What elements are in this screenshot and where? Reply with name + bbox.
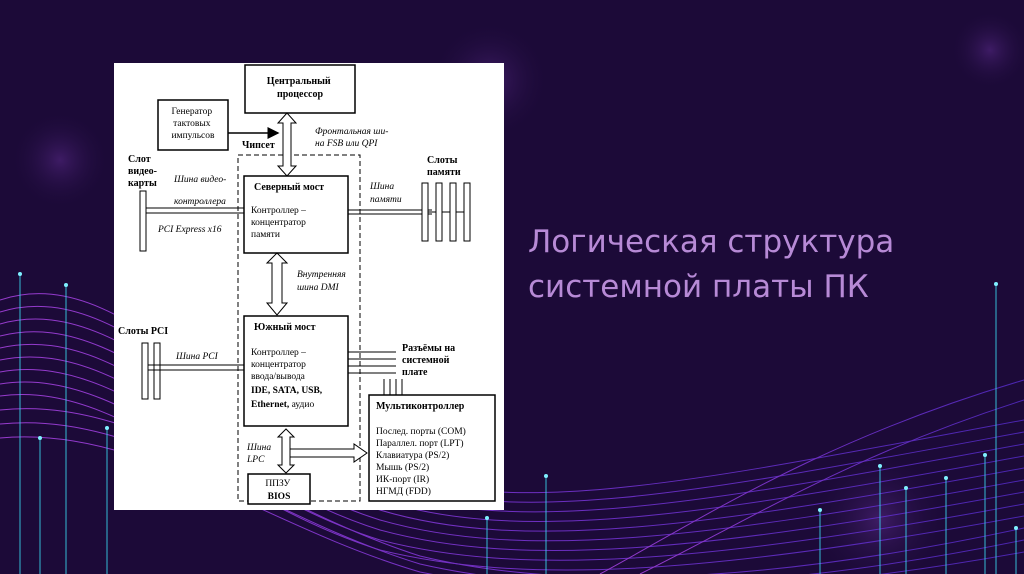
- memory-slots-label: Слоты памяти: [427, 155, 461, 178]
- south-bridge-interfaces-2: Ethernet, аудио: [251, 400, 314, 410]
- multicontroller-title: Мультиконтроллер: [376, 401, 465, 412]
- fsb-arrow: [276, 112, 298, 177]
- clock-generator-box: [157, 99, 229, 151]
- lpc-arrow: [276, 428, 296, 474]
- south-bridge-title: Южный мост: [254, 322, 316, 333]
- multicontroller-items: Послед. порты (COM) Параллел. порт (LPT)…: [376, 426, 468, 497]
- video-slot-label: Слот видео- карты: [128, 154, 160, 189]
- slide-title: Логическая структура системной платы ПК: [528, 220, 998, 310]
- north-bridge-box: [243, 175, 349, 254]
- memory-bus-label: Шина памяти: [369, 182, 402, 205]
- chipset-label: Чипсет: [242, 140, 275, 151]
- connector-lines: [348, 351, 403, 395]
- glow-dots: [19, 274, 1017, 574]
- fsb-bus-label: Фронтальная ши- на FSB или QPI: [315, 127, 391, 149]
- diagram-panel: Чипсет Центральный процессор Генератор т…: [114, 63, 504, 510]
- motherboard-diagram: Чипсет Центральный процессор Генератор т…: [118, 64, 496, 505]
- multicontroller-box: [368, 394, 496, 502]
- connectors-label: Разъёмы на системной плате: [402, 343, 458, 378]
- video-slot: [139, 190, 147, 252]
- clock-generator-label: Генератор тактовых импульсов: [171, 107, 215, 141]
- cpu-label: Центральный процессор: [267, 76, 333, 100]
- lpc-to-multi-arrow: [289, 443, 368, 463]
- cpu-box: [244, 64, 356, 114]
- dmi-bus-label: Внутренняя шина DMI: [297, 270, 348, 293]
- slide-title-line-2: системной платы ПК: [528, 269, 869, 305]
- south-bridge-desc: Контроллер – концентратор ввода/вывода: [251, 348, 308, 382]
- pcie-label: PCI Express x16: [157, 225, 222, 235]
- pci-bus-label: Шина PCI: [175, 352, 219, 362]
- dmi-arrow: [265, 252, 289, 316]
- slide-title-line-1: Логическая структура: [528, 224, 895, 260]
- south-bridge-interfaces: IDE, SATA, USB,: [251, 386, 323, 396]
- pci-slots: [141, 342, 161, 400]
- north-bridge-title: Северный мост: [254, 182, 324, 193]
- rom-bios-box: [247, 473, 311, 505]
- pci-slots-label: Слоты PCI: [118, 326, 168, 337]
- lpc-bus-label: Шина LPC: [246, 443, 274, 465]
- north-bridge-desc: Контроллер – концентратор памяти: [251, 206, 308, 240]
- video-bus-label: Шина видео- контроллера: [173, 174, 229, 207]
- south-bridge-box: [243, 315, 349, 427]
- rom-bios-label: ППЗУ BIOS: [265, 479, 292, 502]
